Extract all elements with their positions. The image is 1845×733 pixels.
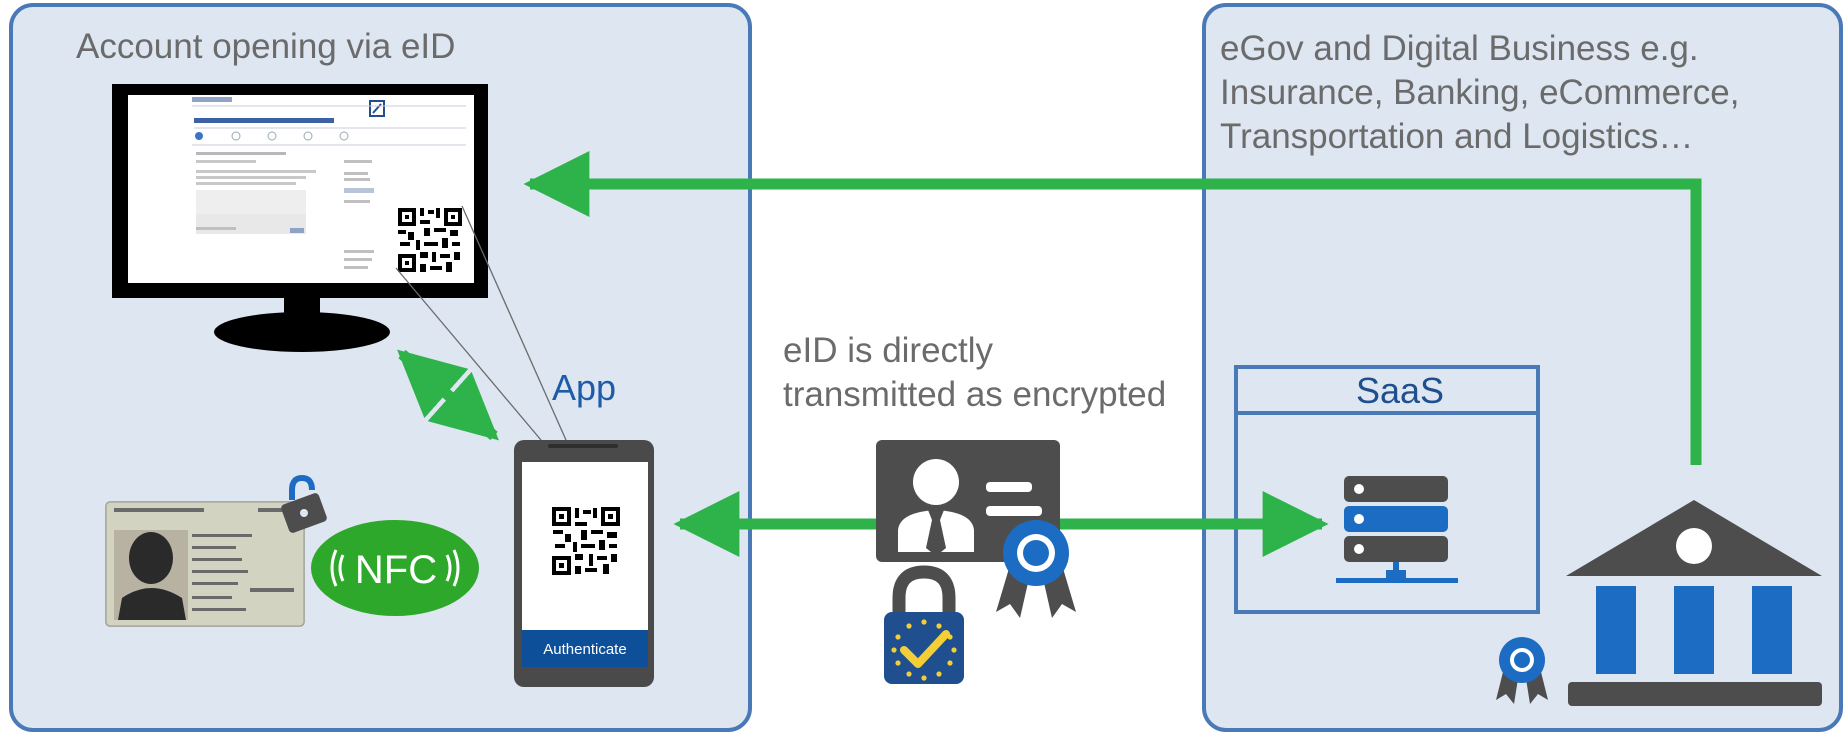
padlock-icon	[281, 474, 327, 533]
bank-icon	[1496, 500, 1822, 706]
scan-line	[461, 205, 567, 441]
nfc-badge: NFC	[311, 520, 479, 616]
left-panel: Account opening via eID	[9, 3, 752, 732]
certificate-seal-icon	[996, 520, 1076, 618]
nfc-wave-icon	[330, 549, 338, 587]
return-arrow	[523, 151, 1702, 465]
transmission-text-line1: eID is directly	[783, 331, 994, 370]
server-icon	[1336, 476, 1458, 583]
right-panel-title-line2: Insurance, Banking, eCommerce,	[1220, 73, 1739, 112]
monitor-phone-arrow	[397, 349, 499, 441]
id-certificate-icon	[876, 440, 1076, 618]
nfc-label: NFC	[355, 548, 437, 592]
right-panel: eGov and Digital Business e.g. Insurance…	[1202, 3, 1843, 732]
right-panel-title-line3: Transportation and Logistics…	[1220, 117, 1693, 156]
webpage-mock	[192, 97, 466, 269]
smartphone-icon: Authenticate	[514, 440, 654, 687]
id-card-icon	[105, 474, 327, 627]
saas-label: SaaS	[1356, 370, 1444, 411]
eu-lock-icon	[884, 565, 964, 684]
right-panel-title-line1: eGov and Digital Business e.g.	[1220, 29, 1699, 68]
app-label: App	[552, 367, 616, 408]
left-panel-title: Account opening via eID	[76, 27, 455, 66]
middle-section: eID is directly transmitted as encrypted	[673, 331, 1329, 684]
checkmark-icon	[900, 630, 950, 668]
monitor-icon	[112, 84, 488, 352]
saas-box: SaaS	[1234, 365, 1540, 614]
transmission-text-line2: transmitted as encrypted	[783, 375, 1166, 414]
certificate-rosette-icon	[1496, 637, 1548, 704]
authenticate-button[interactable]: Authenticate	[543, 641, 626, 658]
qr-code-monitor-icon	[396, 206, 464, 274]
qr-code-phone-icon	[551, 506, 621, 576]
